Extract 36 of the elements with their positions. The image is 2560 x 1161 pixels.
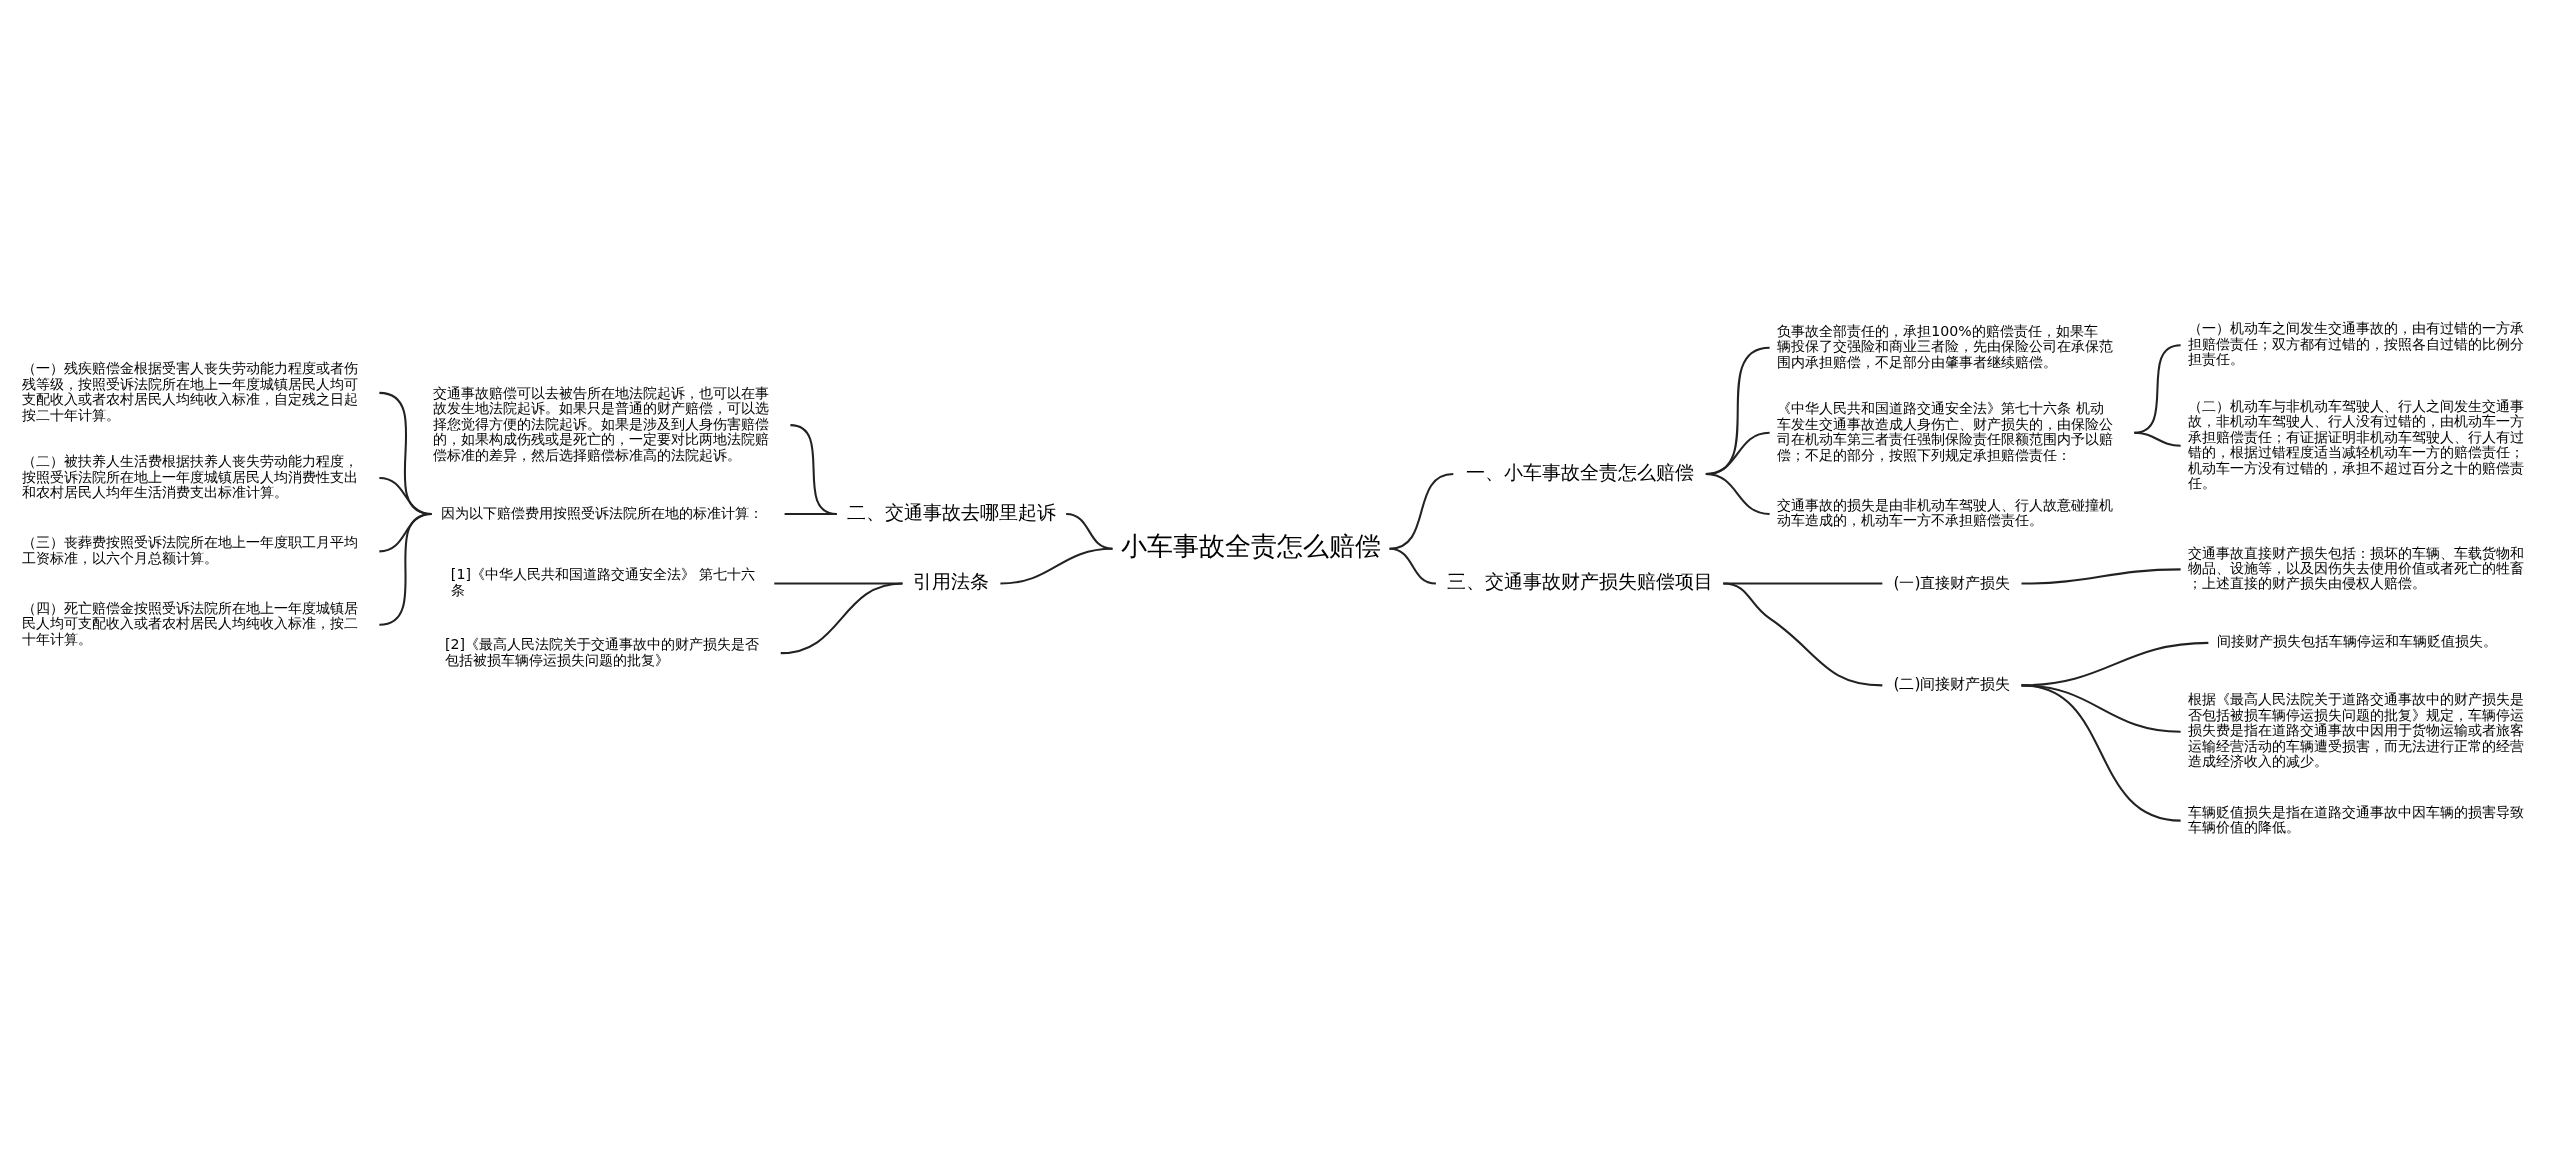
node-text: [2]《最高人民法院关于交通事故中的财产损失是否包括被损车辆停运损失问题的批复》 (445, 635, 760, 667)
node-text: 根据《最高人民法院关于道路交通事故中的财产损失是否包括被损车辆停运损失问题的批复》规定，车辆停运损失费是指在道路交通事故中因用于货物运输或者旅客运输经营活动的车辆遭受损害，而无法进行正常的经营造成经济收入的减少。 (2188, 690, 2525, 769)
node-text: (二)间接财产损失 (1893, 674, 2011, 693)
node-text: 间接财产损失包括车辆停运和车辆贬值损失。 (2217, 632, 2498, 649)
node-text: （二）机动车与非机动车驾驶人、行人之间发生交通事故，非机动车驾驶人、行人没有过错的，由机动车一方承担赔偿责任；有证据证明非机动车驾驶人、行人有过错的，根据过错程度适当减轻机动车一方的赔偿责任；机动车一方没有过错的，承担不超过百分之十的赔偿责任。 (2188, 397, 2525, 491)
node-text: (一)直接财产损失 (1893, 573, 2011, 592)
connector (1066, 512, 1113, 550)
connector (1723, 582, 1883, 686)
node-text: 交通事故赔偿可以去被告所在地法院起诉，也可以在事故发生地法院起诉。如果只是普通的财产赔偿，可以选择您觉得方便的法院起诉。如果是涉及到人身伤害赔偿的，如果构成伤残或是死亡的，一定要对比两地法院赔偿标准的差异，然后选择赔偿标准高的法院起诉。 (433, 384, 770, 463)
connector (1389, 472, 1454, 550)
connector (2021, 567, 2181, 585)
node-text: 小车事故全责怎么赔偿 (1121, 530, 1382, 561)
connector (379, 512, 432, 626)
node-text: （四）死亡赔偿金按照受诉法院所在地上一年度城镇居民人均可支配收入或者农村居民人均纯收入标准，按二十年计算。 (22, 599, 359, 647)
node-text: 三、交通事故财产损失赔偿项目 (1446, 569, 1713, 593)
connector (1705, 472, 1770, 515)
connector (784, 512, 837, 515)
node-text: 车辆贬值损失是指在道路交通事故中因车辆的损害导致车辆价值的降低。 (2188, 803, 2525, 835)
connector (2021, 683, 2181, 822)
node-text: 《中华人民共和国道路交通安全法》第七十六条 机动车发生交通事故造成人身伤亡、财产损失的，由保险公司在机动车第三者责任强制保险责任限额范围内予以赔偿；不足的部分，按照下列规定承担赔偿责任： (1777, 399, 2114, 463)
connector (2134, 431, 2181, 447)
node-text: 交通事故的损失是由非机动车驾驶人、行人故意碰撞机动车造成的，机动车一方不承担赔偿责任。 (1777, 496, 2114, 528)
node-text: 交通事故直接财产损失包括：损坏的车辆、车载货物和物品、设施等，以及因伤失去使用价值或者死亡的牲畜；上述直接的财产损失由侵权人赔偿。 (2188, 544, 2525, 591)
node-text: 引用法条 (913, 569, 990, 593)
connector (780, 582, 903, 654)
node-text: 一、小车事故全责怎么赔偿 (1465, 460, 1694, 484)
node-text: [1]《中华人民共和国道路交通安全法》 第七十六条 (450, 565, 756, 598)
connector (1000, 547, 1113, 585)
node-text: 二、交通事故去哪里起诉 (846, 500, 1056, 524)
node-text: （三）丧葬费按照受诉法院所在地上一年度职工月平均工资标准，以六个月总额计算。 (22, 533, 359, 566)
connector (1389, 547, 1436, 585)
node-text: （一）残疾赔偿金根据受害人丧失劳动能力程度或者伤残等级，按照受诉法院所在地上一年度城镇居民人均可支配收入或者农村居民人均纯收入标准，自定残之日起按二十年计算。 (22, 359, 359, 423)
node-text: 因为以下赔偿费用按照受诉法院所在地的标准计算： (441, 504, 764, 521)
node-text: 负事故全部责任的，承担100%的赔偿责任，如果车辆投保了交强险和商业三者险，先由保险公司在承保范围内承担赔偿，不足部分由肇事者继续赔偿。 (1777, 322, 2114, 370)
node-text: （一）机动车之间发生交通事故的，由有过错的一方承担赔偿责任；双方都有过错的，按照各自过错的比例分担责任。 (2188, 319, 2525, 367)
node-text: （二）被扶养人生活费根据扶养人丧失劳动能力程度，按照受诉法院所在地上一年度城镇居民人均消费性支出和农村居民人均年生活消费支出标准计算。 (22, 452, 359, 500)
